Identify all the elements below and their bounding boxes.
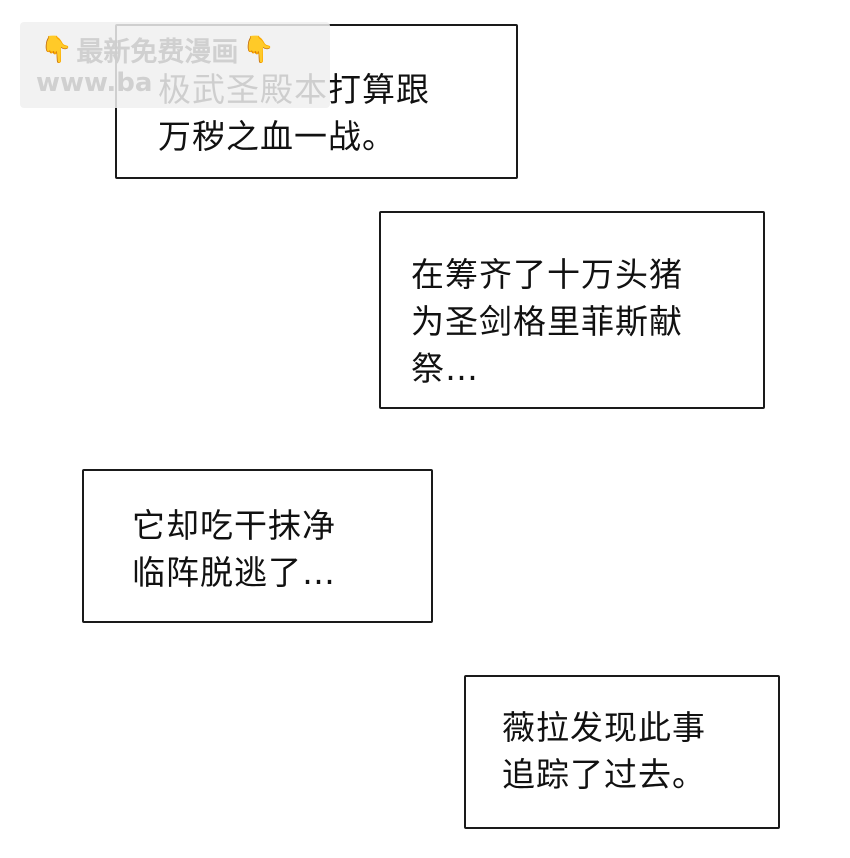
caption-text-4: 薇拉发现此事 追踪了过去。 — [502, 708, 706, 794]
caption-box-3: 它却吃干抹净 临阵脱逃了… — [82, 469, 433, 623]
pointing-down-hand-icon: 👇 — [242, 34, 275, 65]
watermark-title-row: 👇 最新免费漫画 👇 — [36, 30, 279, 69]
caption-box-2: 在筹齐了十万头猪 为圣剑格里菲斯献 祭… — [379, 211, 765, 409]
caption-box-4: 薇拉发现此事 追踪了过去。 — [464, 675, 780, 829]
caption-text-3: 它却吃干抹净 临阵脱逃了… — [132, 506, 336, 592]
watermark-url: www.ba — [36, 68, 153, 98]
caption-text-2: 在筹齐了十万头猪 为圣剑格里菲斯献 祭… — [411, 255, 683, 388]
site-watermark: 👇 最新免费漫画 👇 www.ba — [20, 22, 330, 108]
pointing-down-hand-icon: 👇 — [40, 34, 73, 65]
watermark-url-row: www.ba — [36, 68, 152, 98]
watermark-title: 最新免费漫画 — [76, 37, 239, 68]
